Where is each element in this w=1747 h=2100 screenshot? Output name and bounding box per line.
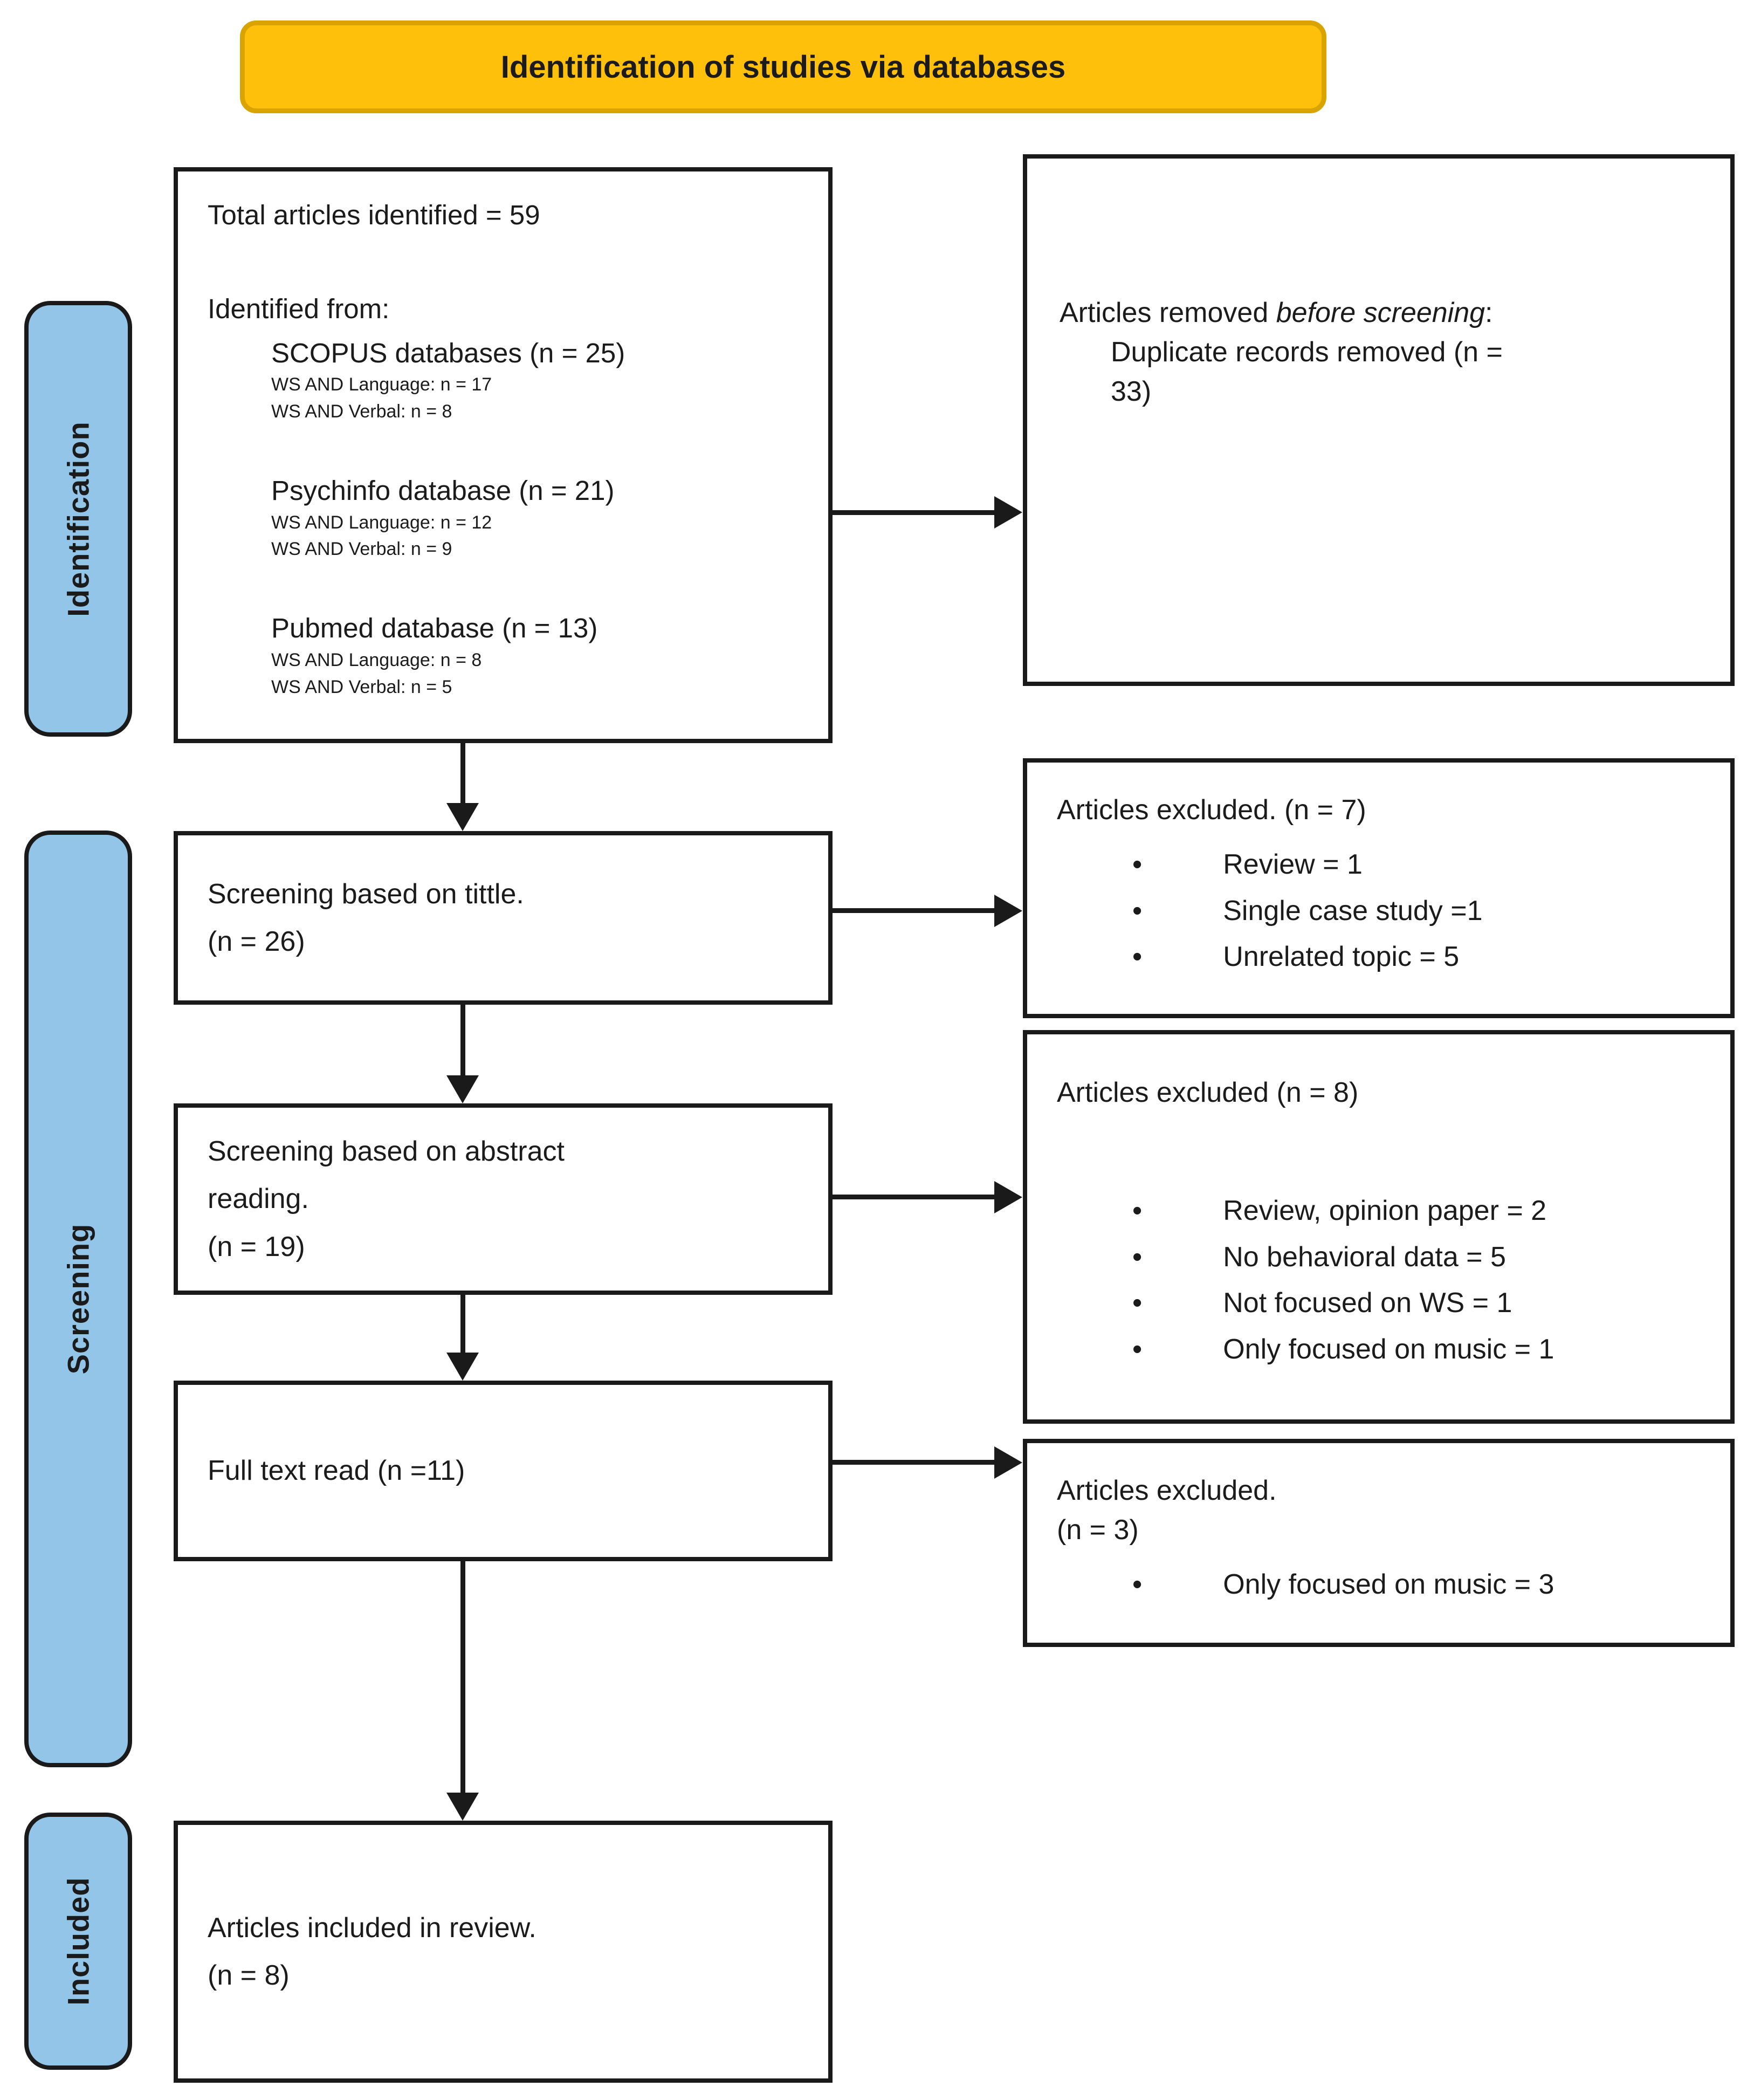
source-scopus-detail-2: WS AND Verbal: n = 8	[271, 401, 452, 422]
arrow-identified-to-removed-line	[833, 510, 994, 515]
arrow-abstract-screening-to-excluded-head	[994, 1181, 1022, 1213]
total-identified-text: Total articles identified = 59	[208, 200, 540, 230]
box-excluded-after-full-text: Articles excluded. (n = 3) Only focused …	[1023, 1439, 1735, 1647]
removed-heading-suffix: :	[1485, 297, 1493, 328]
stage-screening: Screening	[24, 831, 132, 1767]
source-pubmed-name: Pubmed database (n = 13)	[271, 613, 598, 644]
arrow-title-to-abstract-screening-head	[446, 1075, 479, 1103]
arrow-title-screening-to-excluded-line	[833, 908, 994, 913]
source-psychinfo-detail-2: WS AND Verbal: n = 9	[271, 539, 452, 560]
stage-identification-label: Identification	[61, 421, 95, 617]
source-psychinfo: Psychinfo database (n = 21) WS AND Langu…	[271, 472, 807, 562]
arrow-identified-to-title-screening-line	[460, 743, 465, 804]
excluded-fulltext-heading-line2: (n = 3)	[1057, 1514, 1139, 1546]
source-pubmed: Pubmed database (n = 13) WS AND Language…	[271, 610, 807, 700]
source-pubmed-detail-1: WS AND Language: n = 8	[271, 650, 482, 671]
arrow-identified-to-removed-head	[994, 496, 1022, 529]
stage-included: Included	[24, 1813, 132, 2070]
identified-from-label: Identified from:	[208, 293, 390, 325]
included-line1: Articles included in review.	[208, 1912, 537, 1944]
bullet-item: Not focused on WS = 1	[1132, 1280, 1706, 1327]
bullet-item: Only focused on music = 3	[1132, 1562, 1706, 1608]
removed-detail-line2: 33)	[1111, 375, 1152, 407]
source-scopus-name: SCOPUS databases (n = 25)	[271, 337, 625, 368]
screening-abstract-line1: Screening based on abstract	[208, 1135, 565, 1167]
box-excluded-after-abstract: Articles excluded (n = 8) Review, opinio…	[1023, 1030, 1735, 1424]
arrow-abstract-screening-to-excluded-line	[833, 1195, 994, 1199]
banner: Identification of studies via databases	[240, 20, 1326, 113]
bullet-item: Unrelated topic = 5	[1132, 934, 1706, 980]
excluded-abstract-heading: Articles excluded (n = 8)	[1057, 1077, 1359, 1108]
bullet-item: Review = 1	[1132, 842, 1706, 888]
box-removed-before-screening: Articles removed before screening: Dupli…	[1023, 154, 1735, 686]
excluded-abstract-bullets: Review, opinion paper = 2 No behavioral …	[1057, 1188, 1706, 1373]
screening-abstract-line3: (n = 19)	[208, 1231, 305, 1262]
arrow-title-to-abstract-screening-line	[460, 1005, 465, 1076]
source-pubmed-detail-2: WS AND Verbal: n = 5	[271, 676, 452, 697]
stage-screening-label: Screening	[61, 1223, 95, 1375]
source-psychinfo-detail-1: WS AND Language: n = 12	[271, 512, 492, 533]
source-scopus: SCOPUS databases (n = 25) WS AND Languag…	[271, 335, 807, 425]
source-scopus-detail-1: WS AND Language: n = 17	[271, 374, 492, 395]
excluded-title-heading: Articles excluded. (n = 7)	[1057, 794, 1366, 826]
box-excluded-after-title: Articles excluded. (n = 7) Review = 1 Si…	[1023, 758, 1735, 1018]
box-screening-abstract: Screening based on abstract reading. (n …	[174, 1103, 833, 1295]
stage-included-label: Included	[61, 1877, 95, 2006]
excluded-fulltext-heading-line1: Articles excluded.	[1057, 1475, 1277, 1506]
box-screening-title: Screening based on tittle. (n = 26)	[174, 831, 833, 1005]
box-included-in-review: Articles included in review. (n = 8)	[174, 1821, 833, 2083]
arrow-full-text-to-included-head	[446, 1793, 479, 1821]
bullet-item: Review, opinion paper = 2	[1132, 1188, 1706, 1234]
arrow-full-text-to-excluded-head	[994, 1446, 1022, 1479]
arrow-full-text-to-excluded-line	[833, 1460, 994, 1465]
arrow-identified-to-title-screening-head	[446, 803, 479, 831]
removed-heading-prefix: Articles removed	[1060, 297, 1276, 328]
removed-detail-line1: Duplicate records removed (n =	[1111, 336, 1503, 368]
arrow-title-screening-to-excluded-head	[994, 895, 1022, 927]
screening-abstract-line2: reading.	[208, 1183, 309, 1215]
source-psychinfo-name: Psychinfo database (n = 21)	[271, 475, 615, 506]
arrow-full-text-to-included-line	[460, 1561, 465, 1794]
bullet-item: No behavioral data = 5	[1132, 1234, 1706, 1281]
box-full-text-read: Full text read (n =11)	[174, 1381, 833, 1561]
included-line2: (n = 8)	[208, 1960, 290, 1991]
arrow-abstract-to-full-text-head	[446, 1353, 479, 1381]
banner-title: Identification of studies via databases	[500, 49, 1066, 85]
excluded-fulltext-bullets: Only focused on music = 3	[1057, 1562, 1706, 1608]
stage-identification: Identification	[24, 301, 132, 737]
screening-title-line2: (n = 26)	[208, 926, 305, 957]
bullet-item: Single case study =1	[1132, 888, 1706, 935]
arrow-abstract-to-full-text-line	[460, 1295, 465, 1354]
excluded-title-bullets: Review = 1 Single case study =1 Unrelate…	[1057, 842, 1706, 980]
removed-heading: Articles removed before screening:	[1060, 293, 1706, 333]
full-text-label: Full text read (n =11)	[208, 1455, 465, 1487]
removed-heading-italic: before screening	[1276, 297, 1485, 328]
box-total-identified: Total articles identified = 59 Identifie…	[174, 167, 833, 743]
bullet-item: Only focused on music = 1	[1132, 1327, 1706, 1373]
screening-title-line1: Screening based on tittle.	[208, 878, 524, 910]
